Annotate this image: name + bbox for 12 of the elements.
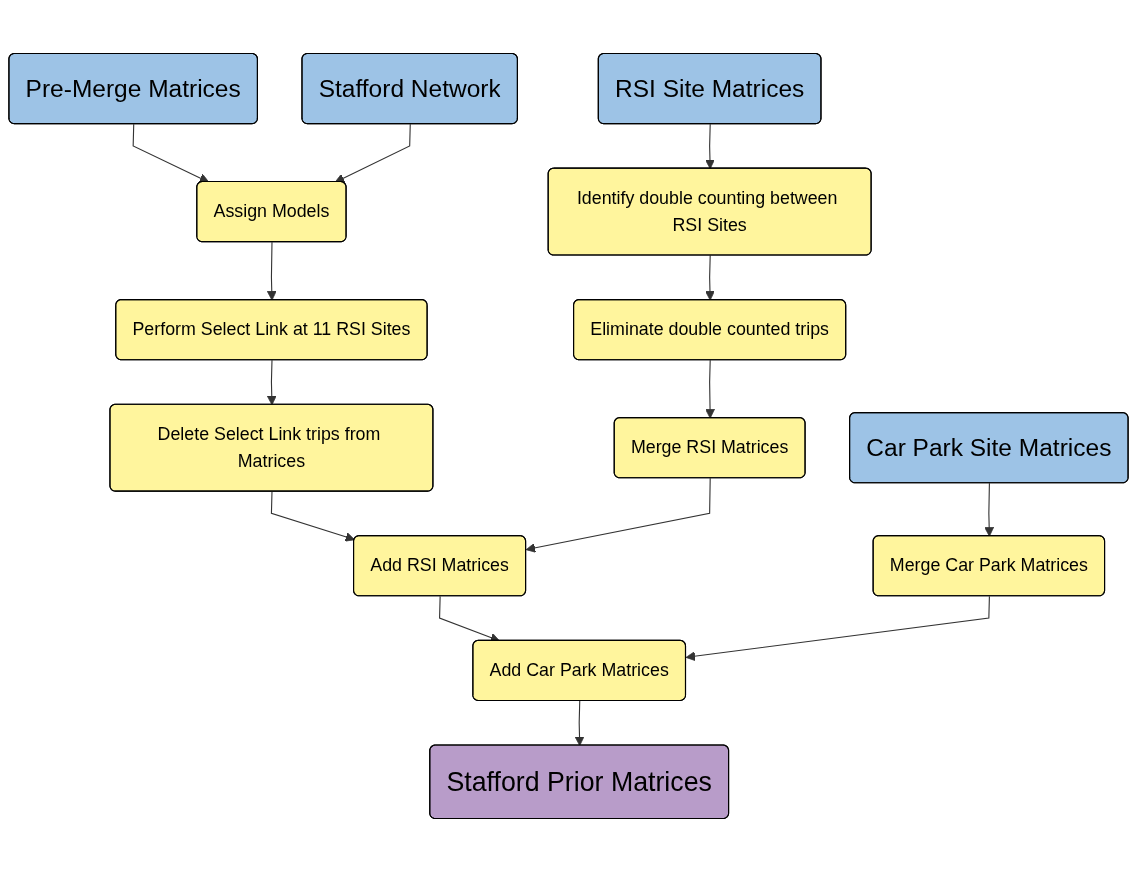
arrow — [705, 255, 715, 301]
arrow — [525, 477, 711, 553]
arrow — [705, 123, 715, 170]
arrow — [574, 700, 585, 747]
arrow — [266, 359, 277, 406]
arrow — [705, 359, 715, 419]
arrow — [132, 123, 210, 183]
arrow — [266, 241, 277, 301]
arrow — [984, 482, 995, 537]
arrow — [685, 595, 990, 662]
arrow — [270, 491, 355, 542]
arrow — [334, 123, 411, 183]
